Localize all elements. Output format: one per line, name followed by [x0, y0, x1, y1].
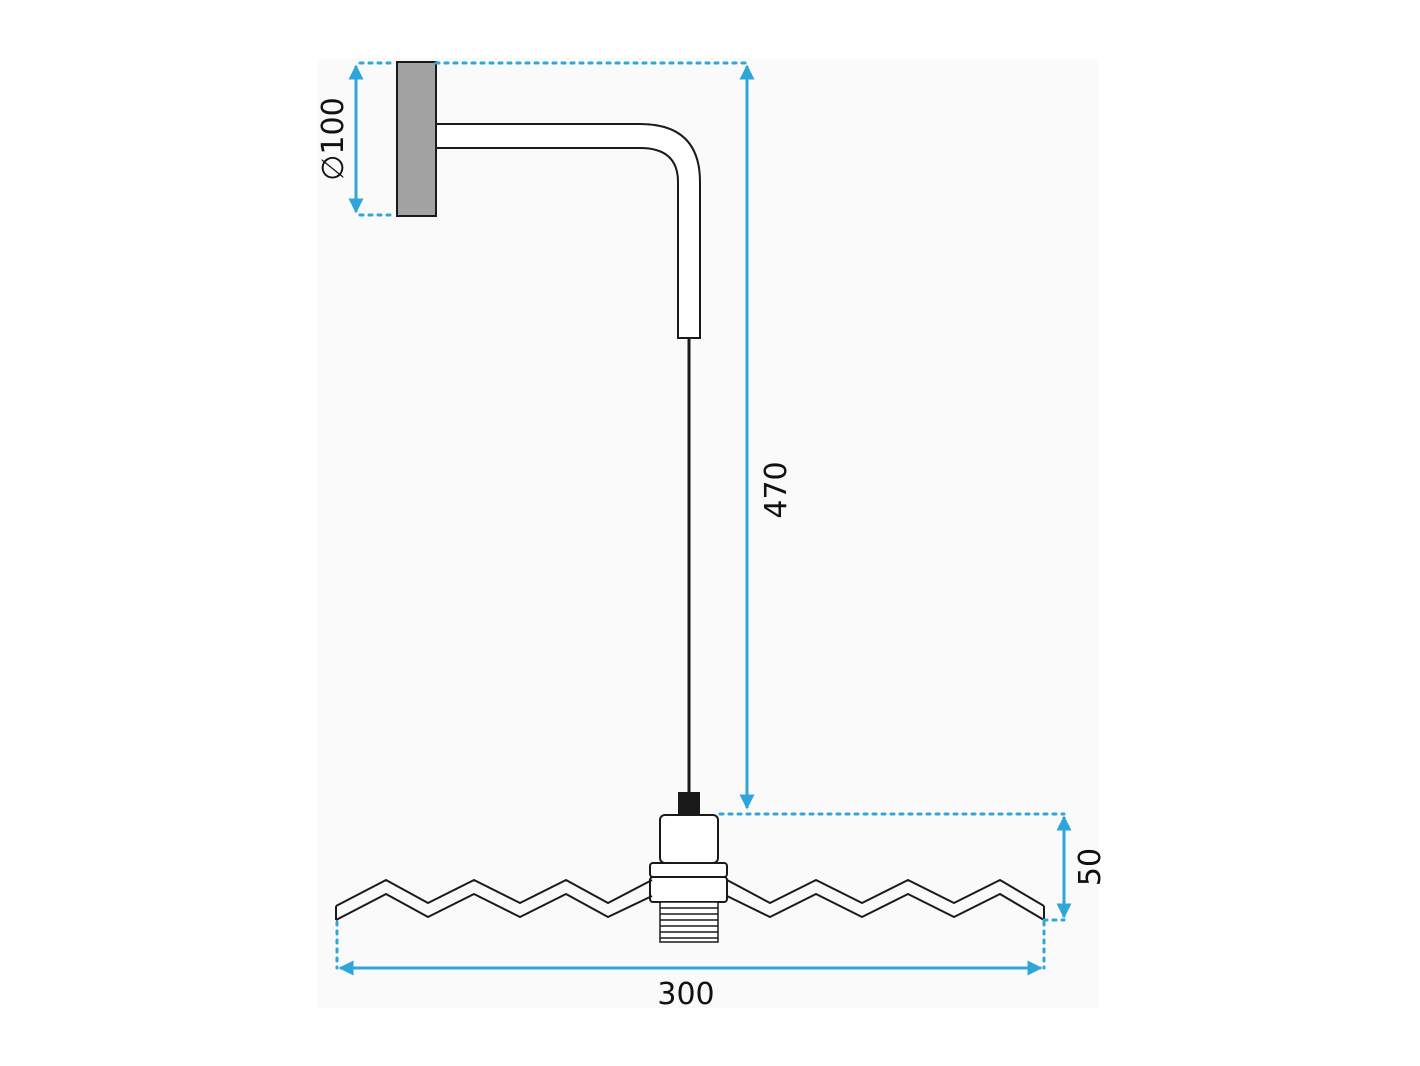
diameter-label: ∅100: [316, 97, 351, 180]
shade-outline-top: [335, 879, 1045, 907]
threaded-socket: [659, 901, 719, 943]
wall-backplate: [396, 61, 437, 217]
socket-ring-top: [649, 862, 728, 878]
wall-arm: [435, 123, 701, 339]
socket-ring-bottom: [649, 876, 728, 903]
width-label: 300: [657, 977, 714, 1012]
shade-outline-bottom: [335, 893, 1045, 921]
wavy-shade: [335, 879, 1045, 921]
wall-lamp: [396, 61, 728, 903]
shade-height-label: 50: [1073, 848, 1108, 886]
socket-cup: [659, 814, 719, 864]
extension-lines: [335, 61, 1066, 970]
height-label: 470: [759, 461, 794, 518]
dimension-lines: [335, 61, 1072, 976]
cable-clamp: [678, 792, 700, 816]
